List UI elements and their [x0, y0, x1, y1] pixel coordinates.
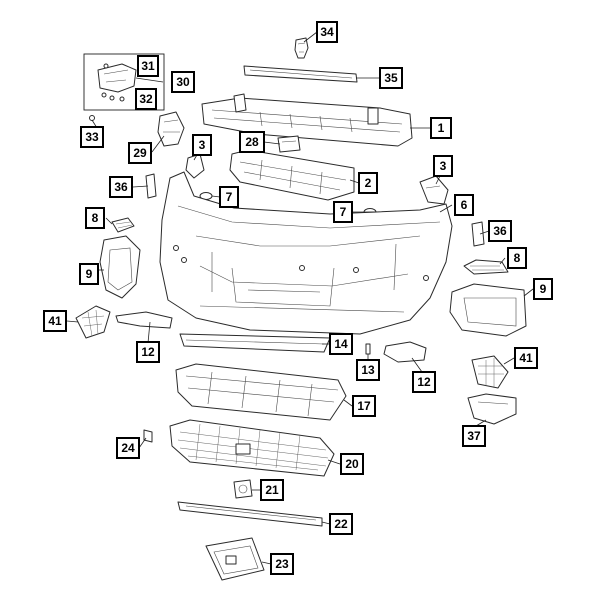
callout-34: 34	[316, 21, 338, 43]
svg-text:17: 17	[357, 399, 371, 413]
svg-text:2: 2	[365, 176, 372, 190]
part-12-left-trim	[115, 311, 173, 329]
svg-text:31: 31	[141, 59, 155, 73]
svg-text:8: 8	[514, 251, 521, 265]
svg-text:28: 28	[245, 135, 259, 149]
svg-text:34: 34	[320, 25, 334, 39]
svg-text:20: 20	[345, 457, 359, 471]
part-6-bumper-fascia	[159, 171, 453, 335]
svg-text:14: 14	[334, 337, 348, 351]
callout-23: 23	[270, 553, 294, 575]
callout-28: 28	[239, 131, 265, 153]
callout-30: 30	[171, 71, 195, 93]
callout-17: 17	[352, 395, 376, 417]
svg-text:1: 1	[438, 121, 445, 135]
part-35-upper-bar	[243, 65, 358, 83]
callout-3-right: 3	[433, 155, 453, 177]
svg-text:13: 13	[361, 363, 375, 377]
callout-22: 22	[329, 513, 353, 535]
part-29-bracket	[157, 111, 185, 147]
part-2-energy-absorber	[229, 149, 355, 201]
part-41-right-insert	[471, 355, 509, 389]
part-41-left-insert	[75, 305, 111, 339]
svg-text:7: 7	[340, 205, 347, 219]
svg-text:32: 32	[139, 92, 153, 106]
callout-9-left: 9	[79, 263, 99, 285]
part-17-lower-support	[175, 363, 347, 421]
svg-text:12: 12	[141, 345, 155, 359]
svg-text:29: 29	[133, 146, 147, 160]
callout-20: 20	[340, 453, 364, 475]
part-28-sensor-bracket	[277, 135, 301, 153]
svg-text:22: 22	[334, 517, 348, 531]
svg-text:3: 3	[199, 138, 206, 152]
callout-33: 33	[80, 126, 104, 148]
callout-7-left: 7	[219, 186, 239, 208]
part-8-right-vent	[463, 259, 509, 275]
callout-8-left: 8	[85, 207, 105, 229]
callout-35: 35	[379, 67, 403, 89]
svg-text:24: 24	[121, 441, 135, 455]
svg-text:21: 21	[265, 483, 279, 497]
callout-36-right: 36	[488, 220, 512, 242]
svg-text:12: 12	[417, 375, 431, 389]
part-22-lower-strip	[177, 501, 323, 527]
callout-31: 31	[137, 55, 159, 77]
callout-21: 21	[260, 479, 284, 501]
svg-text:30: 30	[176, 75, 190, 89]
callout-2: 2	[358, 172, 378, 194]
callout-32: 32	[135, 88, 157, 110]
svg-text:6: 6	[461, 198, 468, 212]
svg-text:7: 7	[226, 190, 233, 204]
part-3-right-bracket	[419, 175, 449, 205]
callout-12-right: 12	[412, 371, 436, 393]
part-24-fastener	[143, 429, 153, 443]
callout-9-right: 9	[533, 278, 553, 300]
svg-text:36: 36	[114, 180, 128, 194]
callout-3-left: 3	[192, 134, 212, 156]
part-23-plate-bracket	[205, 537, 265, 581]
part-14-lower-lip	[179, 333, 331, 353]
callout-36-left: 36	[109, 176, 133, 198]
part-36-left-bracket	[145, 173, 157, 199]
svg-text:8: 8	[92, 211, 99, 225]
callout-24: 24	[116, 437, 140, 459]
callout-13: 13	[356, 359, 380, 381]
svg-text:37: 37	[467, 429, 481, 443]
part-36-right-bracket	[471, 221, 485, 247]
part-9-left-bezel	[99, 235, 141, 299]
svg-text:41: 41	[519, 351, 533, 365]
svg-text:3: 3	[440, 159, 447, 173]
callout-12-left: 12	[136, 341, 160, 363]
callout-8-right: 8	[507, 247, 527, 269]
part-1-reinforcement-beam	[201, 93, 413, 147]
callout-41-right: 41	[514, 347, 538, 369]
callout-14: 14	[329, 333, 353, 355]
part-34-bracket	[294, 37, 309, 59]
svg-text:23: 23	[275, 557, 289, 571]
part-21-tow-cover	[233, 479, 253, 499]
part-30-bracket-assembly	[83, 53, 165, 111]
callout-37: 37	[462, 425, 486, 447]
part-12-right-trim	[383, 341, 427, 363]
part-20-lower-grille	[169, 419, 335, 477]
svg-text:33: 33	[85, 130, 99, 144]
part-13-clip	[365, 343, 371, 355]
part-9-right-bezel	[449, 283, 527, 337]
svg-text:9: 9	[540, 282, 547, 296]
callout-1: 1	[430, 117, 452, 139]
svg-text:9: 9	[86, 267, 93, 281]
callout-29: 29	[128, 142, 152, 164]
svg-text:35: 35	[384, 71, 398, 85]
part-37-bracket	[467, 393, 517, 425]
svg-text:41: 41	[48, 314, 62, 328]
callout-41-left: 41	[43, 310, 67, 332]
callout-6: 6	[454, 194, 474, 216]
svg-text:36: 36	[493, 224, 507, 238]
part-8-left-vent	[111, 217, 135, 233]
callout-7-right: 7	[333, 201, 353, 223]
part-33-clip	[89, 115, 95, 121]
